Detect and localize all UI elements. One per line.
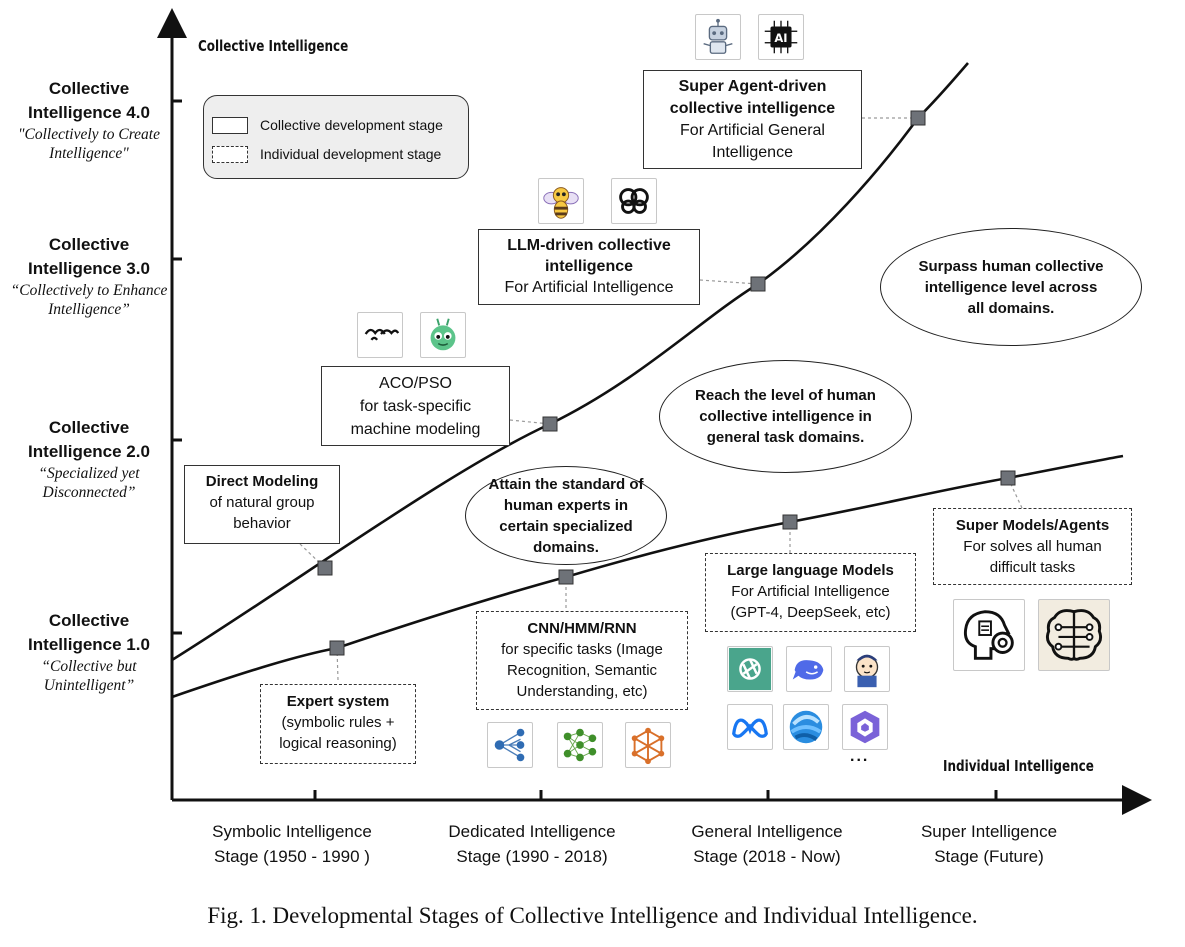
y-axis-title: Collective Intelligence [198,37,349,55]
x-stage-line2: Stage (2018 - Now) [693,847,841,866]
box-body: For Artificial Intelligence [504,279,674,296]
sphere-logo-icon [783,704,829,750]
ellipse-surpass: Surpass human collective intelligence le… [880,228,1142,346]
x-stage-general: General Intelligence Stage (2018 - Now) [665,819,869,869]
y-level-quote: “Collective but Unintelligent” [41,658,137,694]
ant-icon [420,312,466,358]
y-level-title: Collective Intelligence 4.0 [28,79,150,122]
y-level-title: Collective Intelligence 2.0 [28,418,150,461]
y-level-quote: “Specialized yet Disconnected” [38,465,140,501]
x-stage-line1: Super Intelligence [920,822,1058,841]
box-body: of natural group behavior [209,494,315,532]
individual-marker [329,640,345,656]
sage-icon [844,646,890,692]
y-level-quote: "Collectively to Create Intelligence" [18,126,160,162]
llm-collective-box: LLM-driven collective intelligence For A… [478,229,700,305]
x-stage-line1: General Intelligence [691,822,843,841]
box-body: For Artificial Intelligence (GPT-4, Deep… [730,583,891,621]
super-agent-box: Super Agent-driven collective intelligen… [643,70,862,169]
super-models-box: Super Models/Agents For solves all human… [933,508,1132,585]
collective-marker [542,416,558,432]
meta-logo-icon [727,704,773,750]
dashed-swatch [212,145,248,163]
cnn-hmm-rnn-box: CNN/HMM/RNN for specific tasks (Image Re… [476,611,688,710]
box-body: for specific tasks (Image Recognition, S… [501,641,663,700]
box-title: Expert system [286,693,390,710]
y-level-2: Collective Intelligence 2.0 “Specialized… [4,416,174,502]
decision-tree-icon [487,722,533,768]
legend: Collective development stage Individual … [203,95,469,179]
box-body: For solves all human difficult tasks [963,538,1102,576]
box-title: Large language Models [727,562,894,579]
y-level-title: Collective Intelligence 3.0 [28,235,150,278]
direct-modeling-box: Direct Modeling of natural group behavio… [184,465,340,544]
ellipse-human-experts: Attain the standard of human experts in … [465,466,667,565]
openai-logo-icon [727,646,773,692]
qwen-logo-icon [842,704,888,750]
x-stage-line1: Symbolic Intelligence [212,822,372,841]
box-title: LLM-driven collective intelligence [507,237,671,275]
x-stage-line2: Stage (1950 - 1990 ) [214,847,370,866]
x-stage-symbolic: Symbolic Intelligence Stage (1950 - 1990… [190,819,394,869]
box-title: ACO/PSO [379,375,452,392]
y-level-title: Collective Intelligence 1.0 [28,611,150,654]
collective-marker [910,110,926,126]
individual-marker [558,569,574,585]
openai-knot-icon [611,178,657,224]
individual-marker [782,514,798,530]
ellipse-human-level: Reach the level of human collective inte… [659,360,912,473]
box-body: for task-specific machine modeling [350,398,481,438]
more-models-ellipsis: ... [850,748,870,765]
legend-individual: Individual development stage [212,144,441,164]
collective-marker [317,560,333,576]
solid-swatch [212,116,248,134]
y-level-1: Collective Intelligence 1.0 “Collective … [4,609,174,695]
neural-network-icon [557,722,603,768]
x-stage-dedicated: Dedicated Intelligence Stage (1990 - 201… [422,819,642,869]
aco-pso-box: ACO/PSO for task-specific machine modeli… [321,366,510,446]
x-stage-line2: Stage (1990 - 2018) [456,847,608,866]
box-title: Direct Modeling [205,473,319,490]
box-title: CNN/HMM/RNN [527,620,637,637]
box-title: Super Models/Agents [955,517,1110,534]
x-stage-super: Super Intelligence Stage (Future) [894,819,1084,869]
y-level-4: Collective Intelligence 4.0 "Collectivel… [4,77,174,163]
expert-system-box: Expert system (symbolic rules + logical … [260,684,416,764]
large-language-models-box: Large language Models For Artificial Int… [705,553,916,632]
legend-label: Collective development stage [260,117,443,133]
x-stage-line2: Stage (Future) [934,847,1044,866]
deepseek-whale-icon [786,646,832,692]
y-level-3: Collective Intelligence 3.0 “Collectivel… [4,233,174,319]
ai-chip-icon: AI [758,14,804,60]
brain-circuit-icon [1038,599,1110,671]
box-title: Super Agent-driven collective intelligen… [669,78,836,117]
individual-marker [1000,470,1016,486]
molecule-network-icon [625,722,671,768]
legend-label: Individual development stage [260,146,442,162]
x-axis-title: Individual Intelligence [943,757,1094,775]
bee-icon [538,178,584,224]
birds-icon [357,312,403,358]
x-stage-line1: Dedicated Intelligence [448,822,616,841]
collective-marker [750,276,766,292]
box-body: (symbolic rules + logical reasoning) [279,714,397,752]
box-body: For Artificial General Intelligence [680,122,825,161]
y-level-quote: “Collectively to Enhance Intelligence” [10,282,168,318]
legend-collective: Collective development stage [212,115,443,135]
figure-caption: Fig. 1. Developmental Stages of Collecti… [207,903,978,928]
robot-icon [695,14,741,60]
svg-text:AI: AI [774,31,787,45]
head-gear-icon [953,599,1025,671]
